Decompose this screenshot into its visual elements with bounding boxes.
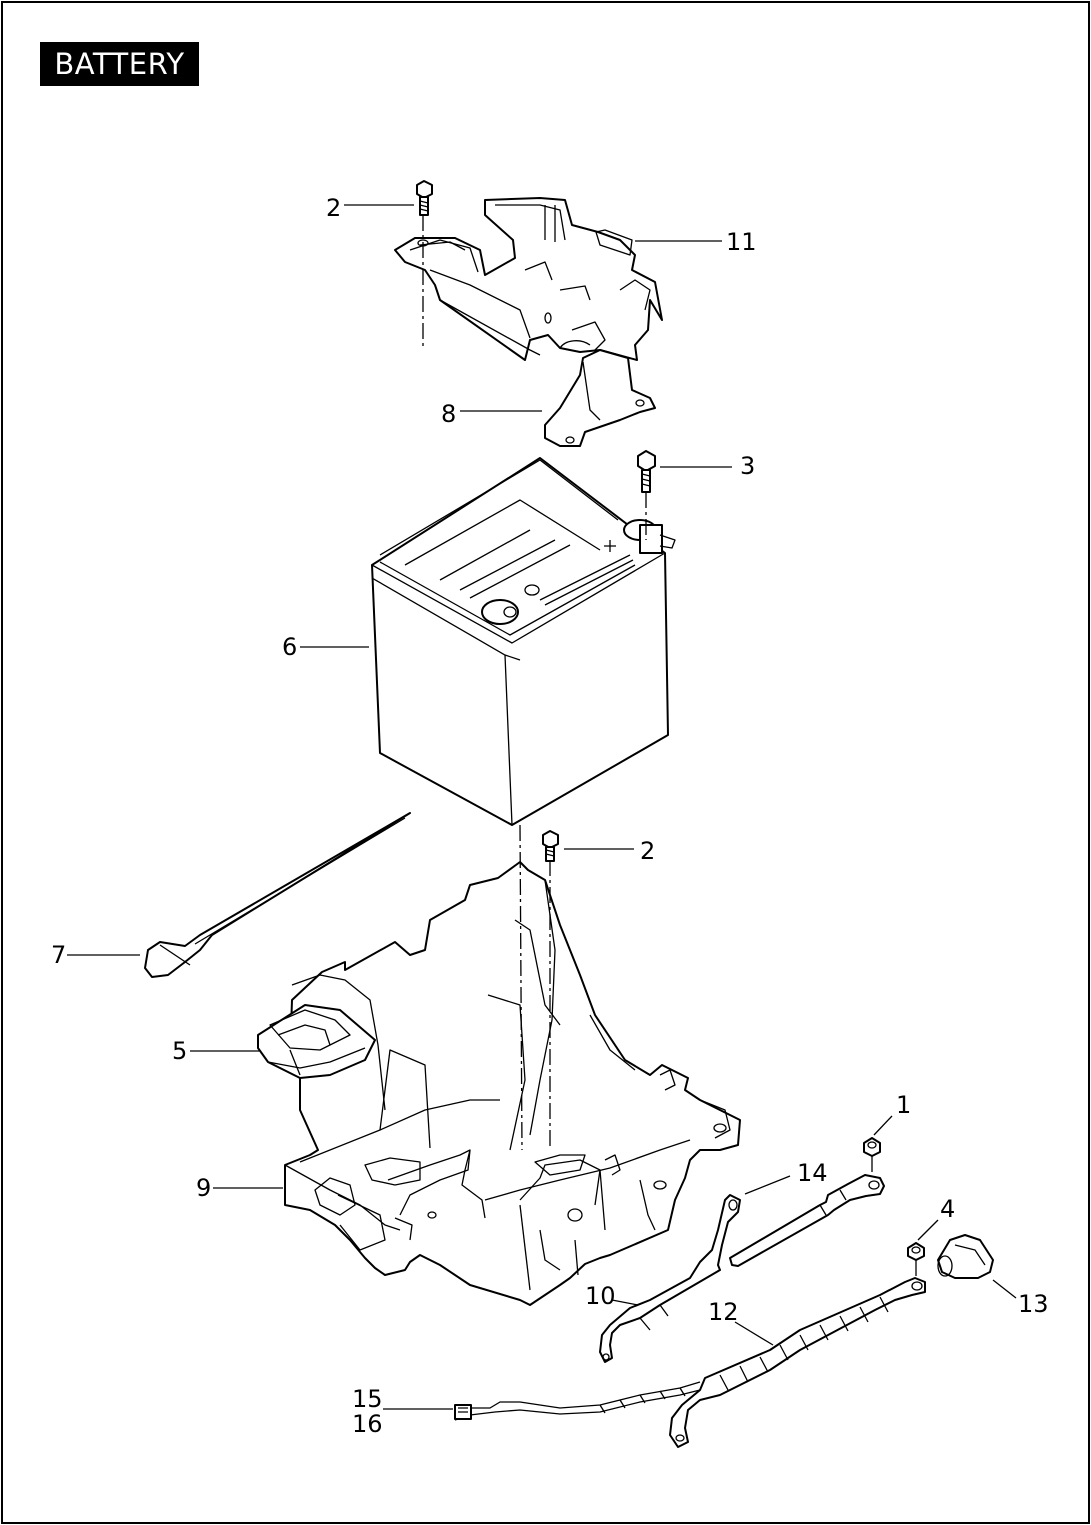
callout-7: 7 xyxy=(51,941,66,969)
callout-15: 15 xyxy=(352,1385,383,1413)
callout-1: 1 xyxy=(896,1091,911,1119)
alignment-lines xyxy=(422,215,917,1278)
bracket-support xyxy=(544,349,656,447)
battery-tray xyxy=(284,861,741,1306)
callout-2-mid: 2 xyxy=(640,837,655,865)
callout-11: 11 xyxy=(726,228,757,256)
bolt-top xyxy=(416,180,433,216)
bolt-terminal xyxy=(637,450,656,493)
callout-6: 6 xyxy=(282,633,297,661)
callout-3: 3 xyxy=(740,452,755,480)
ground-cable xyxy=(599,1194,741,1363)
callout-13: 13 xyxy=(1018,1290,1049,1318)
battery-strap xyxy=(144,812,411,978)
callout-4: 4 xyxy=(940,1195,955,1223)
callout-14: 14 xyxy=(797,1159,828,1187)
bolt-tray xyxy=(542,830,559,862)
hold-down-bracket xyxy=(394,197,663,361)
callout-2-top: 2 xyxy=(326,194,341,222)
nut-4 xyxy=(907,1242,925,1261)
callout-16: 16 xyxy=(352,1410,383,1438)
callout-10: 10 xyxy=(585,1282,616,1310)
callout-5: 5 xyxy=(172,1037,187,1065)
battery xyxy=(371,457,676,826)
main-cable xyxy=(454,1277,926,1448)
nut-1 xyxy=(863,1137,881,1157)
leader-lines xyxy=(67,204,1017,1410)
callout-9: 9 xyxy=(196,1174,211,1202)
terminal-cap xyxy=(937,1234,994,1279)
callout-8: 8 xyxy=(441,400,456,428)
cable-14 xyxy=(729,1174,885,1267)
page-title: BATTERY xyxy=(40,42,199,86)
callout-labels: 2 11 8 3 6 2 7 5 1 14 9 4 13 10 12 15 16 xyxy=(51,194,1049,1438)
tray-holder xyxy=(257,1004,376,1079)
callout-12: 12 xyxy=(708,1298,739,1326)
